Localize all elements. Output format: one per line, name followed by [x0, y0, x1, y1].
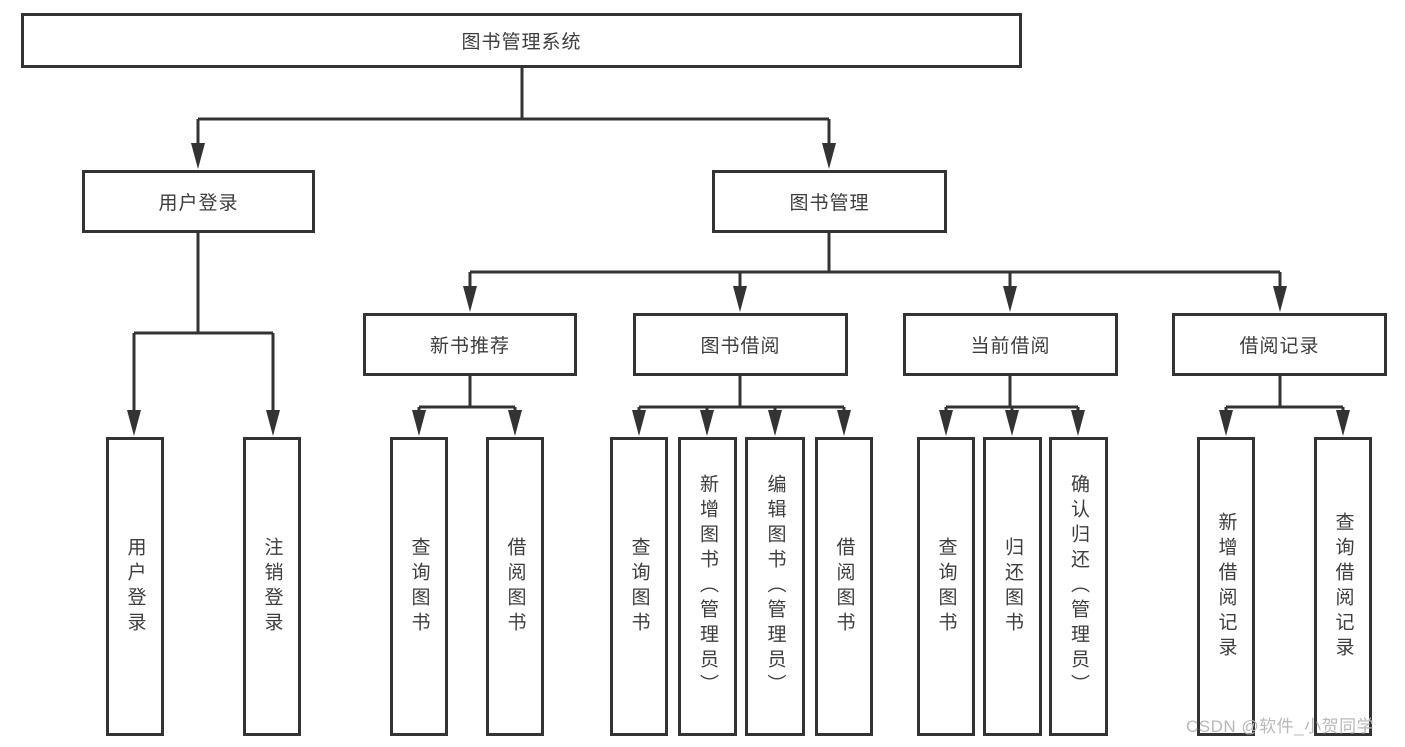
- node-book-borrow-label: 图书借阅: [700, 336, 781, 357]
- leaf-query-books-borrow-label: 查询图书: [628, 536, 650, 637]
- leaf-confirm-return-admin: 确认归还（管理员）: [1049, 437, 1108, 736]
- leaf-query-books-current-label: 查询图书: [935, 536, 957, 637]
- leaf-logout: 注销登录: [243, 437, 301, 736]
- leaf-borrow-books-recommend: 借阅图书: [486, 437, 544, 736]
- leaf-borrow-books-recommend-label: 借阅图书: [504, 536, 526, 637]
- node-new-book-recommend-label: 新书推荐: [429, 336, 510, 357]
- node-book-management: 图书管理: [712, 170, 947, 233]
- leaf-user-login-label: 用户登录: [124, 536, 146, 637]
- leaf-return-book-label: 归还图书: [1002, 536, 1023, 637]
- leaf-return-book: 归还图书: [983, 437, 1042, 736]
- node-borrow-records-label: 借阅记录: [1239, 336, 1320, 357]
- leaf-add-book-admin-label: 新增图书（管理员）: [697, 474, 718, 699]
- leaf-borrow-books-2: 借阅图书: [815, 437, 873, 736]
- node-user-login: 用户登录: [82, 170, 315, 233]
- connector-arrowheads: [127, 143, 1350, 436]
- leaf-logout-label: 注销登录: [261, 536, 283, 637]
- leaf-confirm-return-admin-label: 确认归还（管理员）: [1068, 474, 1089, 699]
- node-borrow-records: 借阅记录: [1172, 313, 1387, 376]
- leaf-user-login: 用户登录: [106, 437, 164, 736]
- leaf-query-books-recommend: 查询图书: [390, 437, 448, 736]
- leaf-query-books-current: 查询图书: [917, 437, 975, 736]
- node-current-borrow-label: 当前借阅: [970, 336, 1051, 357]
- leaf-query-borrow-record: 查询借阅记录: [1314, 437, 1372, 736]
- leaf-add-borrow-record-label: 新增借阅记录: [1215, 511, 1237, 662]
- leaf-borrow-books-2-label: 借阅图书: [833, 536, 855, 637]
- node-current-borrow: 当前借阅: [903, 313, 1118, 376]
- node-library-system: 图书管理系统: [21, 13, 1022, 68]
- node-new-book-recommend: 新书推荐: [363, 313, 577, 376]
- node-user-login-label: 用户登录: [158, 193, 239, 214]
- leaf-edit-book-admin-label: 编辑图书（管理员）: [764, 474, 786, 699]
- node-library-system-label: 图书管理系统: [461, 32, 582, 53]
- node-book-borrow: 图书借阅: [633, 313, 848, 376]
- leaf-add-borrow-record: 新增借阅记录: [1197, 437, 1255, 736]
- leaf-add-book-admin: 新增图书（管理员）: [678, 437, 737, 736]
- node-book-management-label: 图书管理: [789, 193, 870, 214]
- leaf-query-borrow-record-label: 查询借阅记录: [1332, 511, 1354, 662]
- leaf-query-books-recommend-label: 查询图书: [408, 536, 430, 637]
- leaf-query-books-borrow: 查询图书: [610, 437, 668, 736]
- leaf-edit-book-admin: 编辑图书（管理员）: [745, 437, 805, 736]
- csdn-watermark: CSDN @软件_小贺同学: [1186, 717, 1375, 736]
